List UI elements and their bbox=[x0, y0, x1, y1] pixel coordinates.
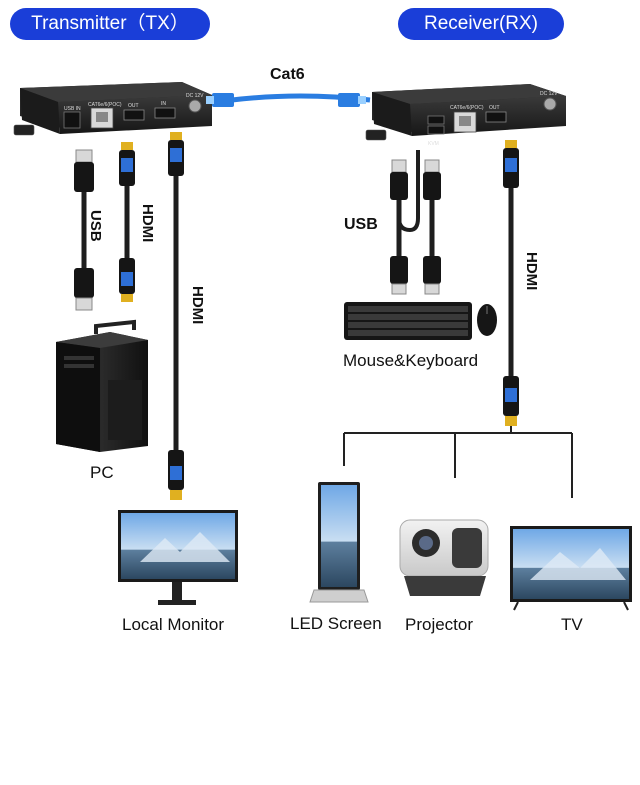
svg-text:IN: IN bbox=[161, 101, 166, 107]
pc-tower-icon bbox=[56, 319, 148, 452]
svg-text:KVM: KVM bbox=[428, 141, 439, 147]
usb-cables-right bbox=[390, 150, 441, 295]
svg-text:OUT: OUT bbox=[128, 103, 139, 109]
tx-hdmi-out-port bbox=[123, 109, 145, 121]
mouse-keyboard-label: Mouse&Keyboard bbox=[343, 351, 479, 370]
rx-kvm-port-1 bbox=[427, 115, 445, 125]
rx-kvm-port-2 bbox=[427, 125, 445, 135]
mouse-icon bbox=[477, 304, 497, 336]
svg-text:CAT6e/6(POC): CAT6e/6(POC) bbox=[88, 102, 122, 108]
cat6-cable bbox=[206, 93, 371, 107]
distribution-lines bbox=[343, 426, 573, 498]
tx-hdmi-in-port bbox=[154, 107, 176, 119]
svg-text:USB IN: USB IN bbox=[64, 106, 81, 112]
usb-label-left: USB bbox=[87, 210, 104, 242]
led-screen-label: LED Screen bbox=[290, 614, 382, 633]
usb-label-right: USB bbox=[344, 216, 378, 233]
local-monitor-icon bbox=[118, 510, 238, 605]
svg-text:DC 12V: DC 12V bbox=[186, 93, 204, 99]
rx-hdmi-out-port bbox=[485, 111, 507, 123]
keyboard-icon bbox=[344, 302, 472, 340]
transmitter-device: USB IN CAT6e/6(POC) OUT IN DC 12V bbox=[13, 82, 212, 136]
usb-cable-left bbox=[74, 149, 94, 311]
hdmi-label-right: HDMI bbox=[523, 252, 540, 291]
svg-text:CAT6e/6(POC): CAT6e/6(POC) bbox=[450, 105, 484, 111]
svg-text:OUT: OUT bbox=[489, 105, 500, 111]
tv-label: TV bbox=[561, 615, 583, 634]
transmitter-title: Transmitter（TX） bbox=[10, 8, 210, 40]
hdmi-cable-left bbox=[119, 142, 135, 302]
cat6-label: Cat6 bbox=[270, 66, 305, 83]
tx-usb-port bbox=[63, 111, 81, 129]
tx-dc-port bbox=[188, 99, 202, 113]
hdmi-label-left: HDMI bbox=[139, 204, 156, 243]
projector-label: Projector bbox=[405, 615, 474, 634]
local-monitor-label: Local Monitor bbox=[122, 615, 225, 634]
tv-icon bbox=[510, 526, 632, 611]
svg-text:DC 12V: DC 12V bbox=[540, 91, 558, 97]
hdmi-cable-right bbox=[503, 140, 519, 426]
receiver-device: KVM CAT6e/6(POC) OUT DC 12V bbox=[365, 84, 566, 147]
hdmi-cable-long bbox=[168, 132, 184, 500]
pc-label: PC bbox=[90, 463, 114, 482]
projector-icon bbox=[399, 519, 489, 596]
receiver-title: Receiver(RX) bbox=[398, 8, 564, 40]
led-screen-icon bbox=[309, 482, 369, 603]
hdmi-label-long: HDMI bbox=[189, 286, 206, 325]
rx-dc-port bbox=[543, 97, 557, 111]
